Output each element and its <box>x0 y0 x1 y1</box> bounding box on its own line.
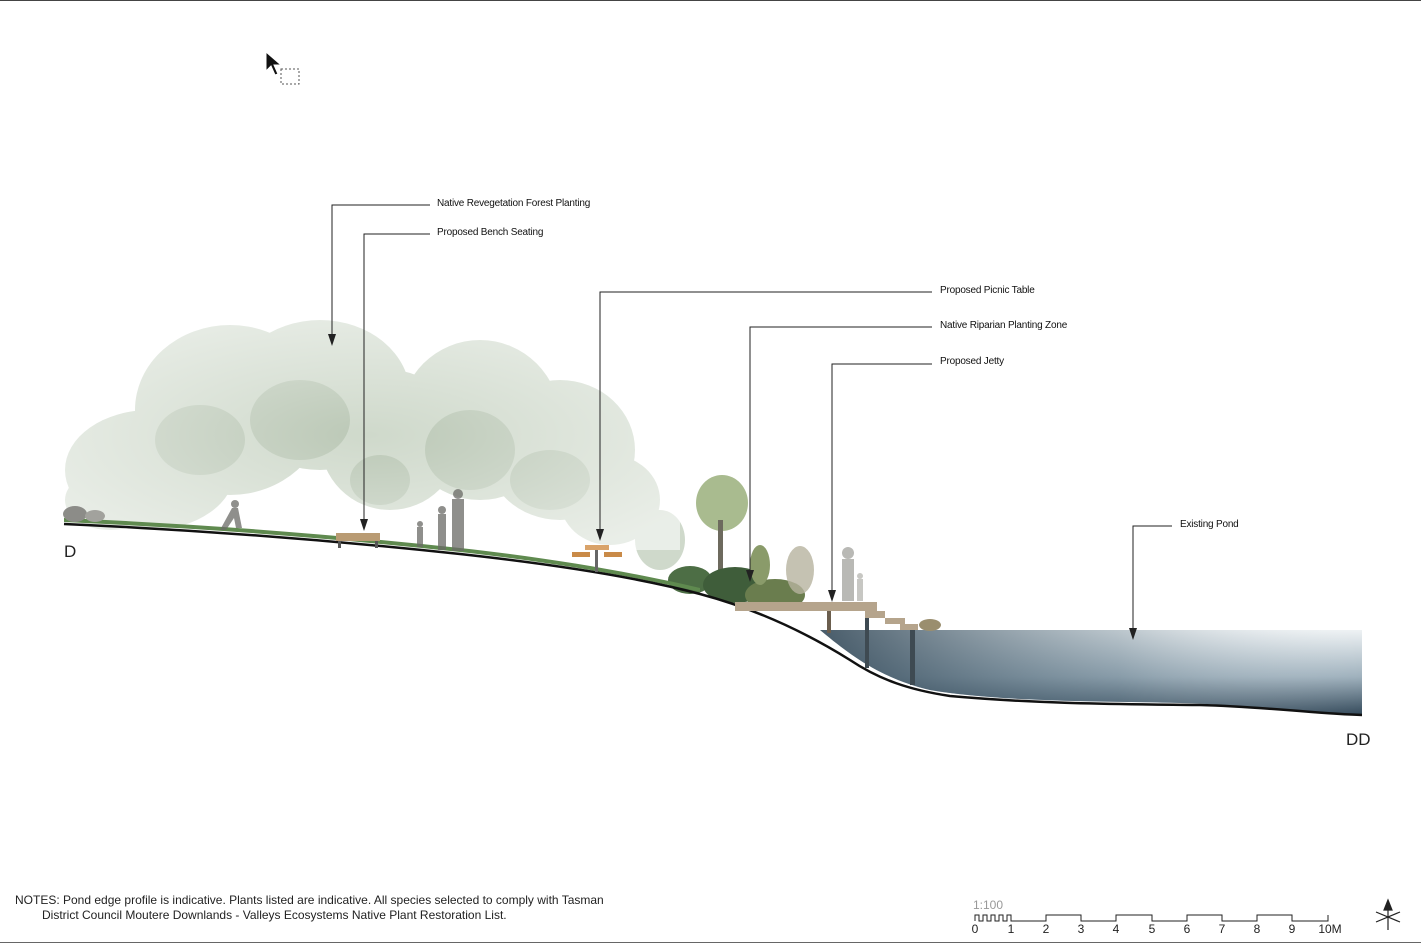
scale-tick-label: 3 <box>1077 922 1085 936</box>
notes-line-1: NOTES: Pond edge profile is indicative. … <box>15 893 604 907</box>
north-arrow-icon <box>1375 898 1401 930</box>
scale-tick-label: 0 <box>971 922 979 936</box>
callout-arrowheads <box>328 334 1137 640</box>
section-mark-end: DD <box>1346 730 1371 749</box>
frame-top-border <box>0 0 1421 1</box>
scale-ratio: 1:100 <box>973 898 1004 912</box>
notes-line-2: District Council Moutere Downlands - Val… <box>42 908 507 922</box>
scale-bar-graphic <box>974 914 1329 922</box>
buoy <box>919 619 941 631</box>
proposed-bench <box>336 533 380 548</box>
pond-water-shading <box>820 630 1362 715</box>
scale-tick-label: 6 <box>1183 922 1191 936</box>
scale-tick-label: 1 <box>1007 922 1015 936</box>
scale-tick-label: 2 <box>1042 922 1050 936</box>
callout-bench-seating: Proposed Bench Seating <box>437 227 544 238</box>
scale-tick-label: 4 <box>1112 922 1120 936</box>
callout-jetty: Proposed Jetty <box>940 356 1004 367</box>
people-silhouettes <box>220 489 464 551</box>
scale-tick-label: 9 <box>1288 922 1296 936</box>
scale-tick-label: 8 <box>1253 922 1261 936</box>
scale-tick-label: 10M <box>1318 922 1342 936</box>
cursor-icon <box>265 51 300 85</box>
proposed-picnic-table <box>572 545 622 572</box>
proposed-jetty <box>735 547 918 685</box>
callout-riparian-planting: Native Riparian Planting Zone <box>940 320 1068 331</box>
section-mark-start: D <box>64 542 77 561</box>
scale-tick-label: 5 <box>1148 922 1156 936</box>
callout-leaders <box>331 204 1172 636</box>
callout-picnic-table: Proposed Picnic Table <box>940 285 1035 296</box>
forest-mist <box>60 320 680 550</box>
callout-existing-pond: Existing Pond <box>1180 519 1239 530</box>
drawing-notes: NOTES: Pond edge profile is indicative. … <box>15 893 655 923</box>
callout-native-revegetation: Native Revegetation Forest Planting <box>437 198 591 209</box>
rocks <box>63 506 105 522</box>
ground-profile-line <box>63 522 1363 717</box>
scale-tick-label: 7 <box>1218 922 1226 936</box>
frame-bottom-border <box>0 942 1421 943</box>
